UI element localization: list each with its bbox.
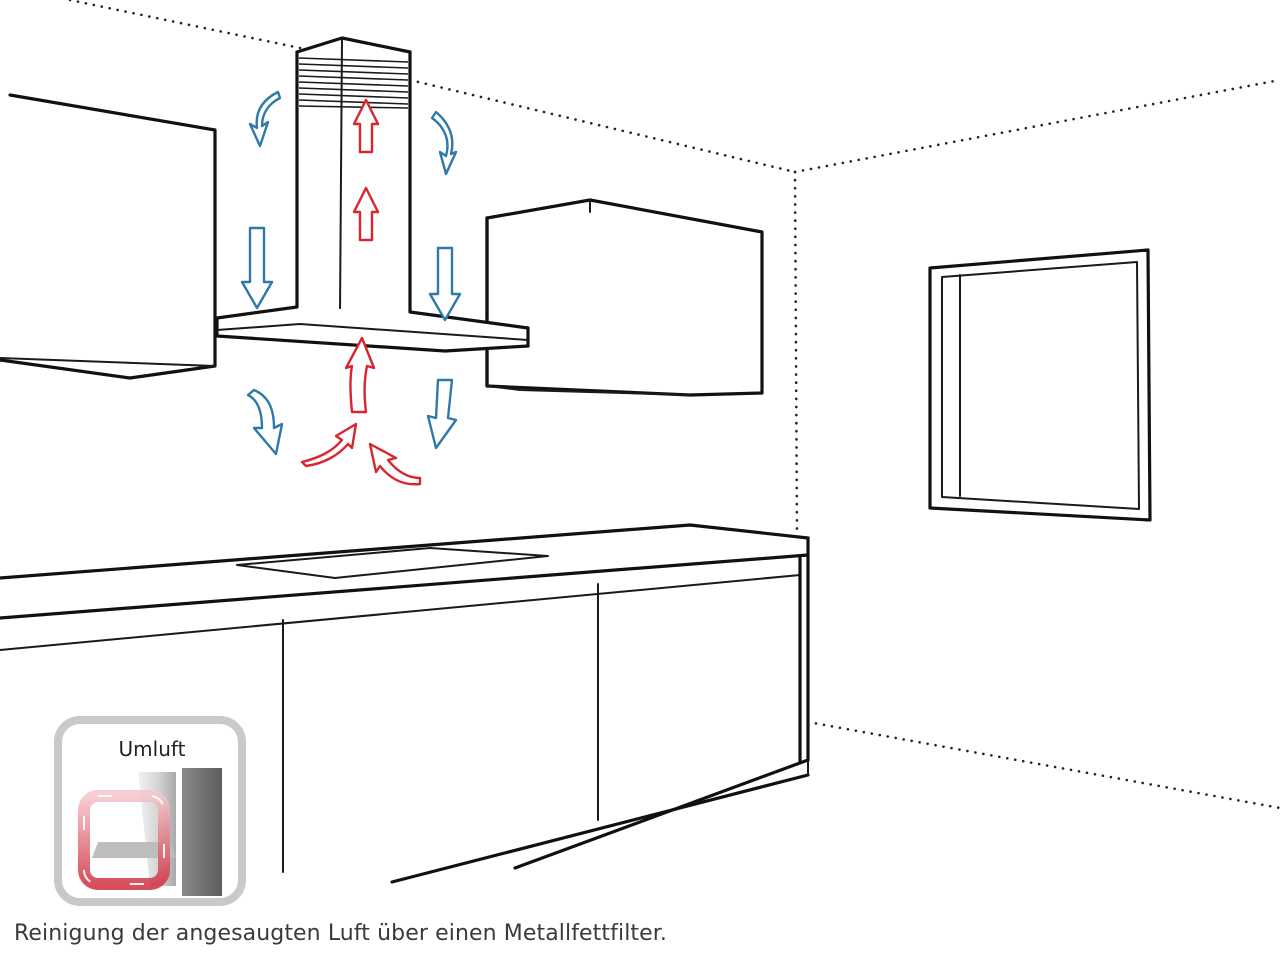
recirculation-badge-icon: Umluft — [54, 716, 246, 906]
air-outflow-arrow-icon — [344, 336, 376, 414]
kitchen-counter — [0, 523, 810, 884]
intake-arrows — [240, 90, 462, 456]
cooker-hood — [215, 36, 530, 353]
air-inflow-arrow-icon — [426, 378, 458, 450]
air-inflow-arrow-icon — [430, 110, 458, 176]
room-outline — [68, 0, 1280, 810]
air-outflow-arrow-icon — [300, 422, 358, 468]
diagram-caption: Reinigung der angesaugten Luft über eine… — [14, 921, 667, 946]
window — [928, 248, 1152, 522]
left-wall-cabinet — [0, 93, 217, 380]
air-inflow-arrow-icon — [428, 246, 462, 322]
air-outflow-arrow-icon — [352, 186, 380, 242]
mode-badge-label: Umluft — [119, 737, 186, 761]
air-inflow-arrow-icon — [246, 388, 284, 456]
air-inflow-arrow-icon — [240, 226, 274, 310]
air-inflow-arrow-icon — [248, 90, 282, 148]
exhaust-arrows — [300, 98, 422, 486]
air-outflow-arrow-icon — [352, 98, 380, 154]
vent-grille — [298, 57, 409, 109]
right-wall-cabinet — [485, 198, 764, 397]
air-outflow-arrow-icon — [368, 442, 422, 486]
